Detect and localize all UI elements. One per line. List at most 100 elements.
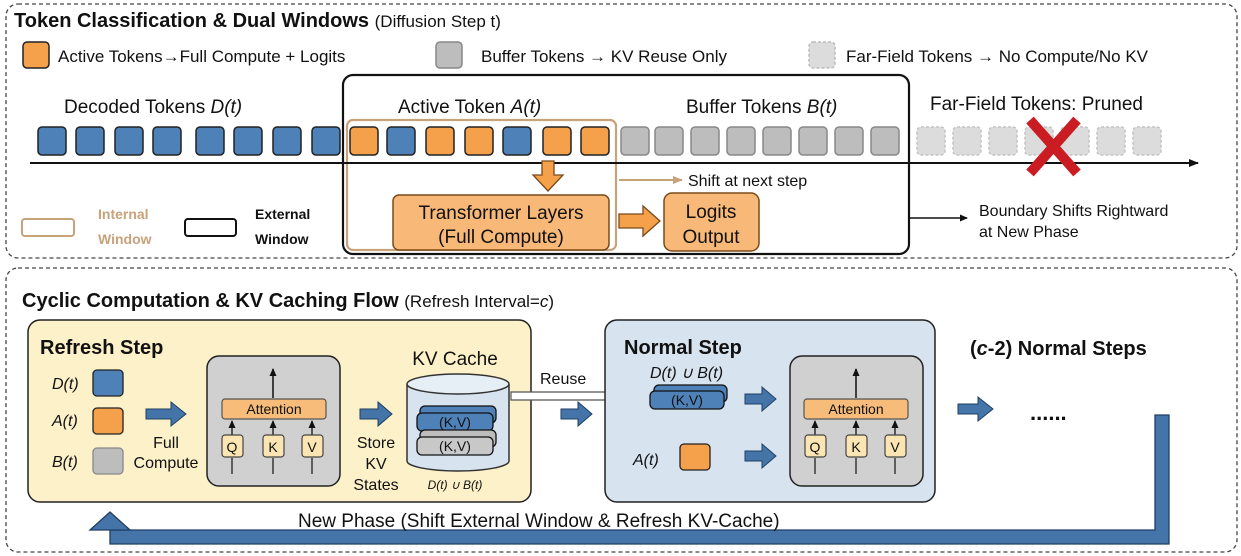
legend: Active Tokens→Full Compute + Logits Buff… [22, 41, 1149, 69]
full-compute-line1: Full [153, 435, 179, 452]
refresh-attention-label: Attention [246, 401, 301, 417]
legend-active-label: Active Tokens→Full Compute + Logits [58, 47, 345, 66]
bottom-title: Cyclic Computation & KV Caching Flow (Re… [22, 290, 554, 312]
refresh-v-label: V [307, 439, 317, 455]
store-line3: States [353, 477, 398, 494]
refresh-d-token [92, 369, 124, 397]
to-normal-arrow-icon [560, 400, 593, 428]
buffer-label: Buffer Tokens B(t) [686, 97, 837, 118]
far-field-token [988, 126, 1018, 156]
kv-pair-bottom: (K,V) [439, 438, 471, 454]
kv-union-label: D(t) ∪ B(t) [428, 478, 483, 492]
decoded-token [311, 126, 341, 156]
decoded-token [272, 126, 302, 156]
normal-attention-label: Attention [828, 401, 883, 417]
buffer-token [870, 126, 900, 156]
store-kv-arrow-icon [359, 400, 393, 428]
decoded-token [114, 126, 144, 156]
active-token [349, 126, 379, 156]
transformer-layers-box [392, 194, 610, 251]
reuse-label: Reuse [540, 371, 586, 388]
down-arrow-icon [531, 160, 565, 192]
decoded-token [502, 126, 532, 156]
normal-v-label: V [890, 439, 900, 455]
normal-kv-arrow-icon [744, 385, 777, 413]
active-token [464, 126, 494, 156]
transformer-line1: Transformer Layers [418, 203, 583, 224]
normal-a-label: A(t) [632, 452, 659, 469]
internal-window-line1: Internal [98, 206, 149, 222]
ellipsis: ...... [1030, 400, 1067, 425]
far-field-label: Far-Field Tokens: Pruned [930, 94, 1143, 115]
normal-step-title: Normal Step [624, 337, 742, 359]
refresh-b-token [92, 447, 124, 475]
normal-a-arrow-icon [744, 442, 777, 470]
buffer-token [834, 126, 864, 156]
pruned-cross-icon [1026, 116, 1081, 177]
store-line2: KV [365, 456, 387, 473]
external-window-line1: External [255, 206, 310, 222]
external-window [341, 73, 911, 256]
active-token [580, 126, 610, 156]
refresh-a-token [92, 407, 124, 435]
decoded-token [195, 126, 225, 156]
new-phase-label: New Phase (Shift External Window & Refre… [298, 511, 780, 532]
refresh-step-title: Refresh Step [40, 337, 163, 359]
buffer-token [798, 126, 828, 156]
external-window-swatch [184, 218, 237, 237]
far-field-token [1096, 126, 1126, 156]
normal-a-token [679, 443, 711, 471]
decoded-token [75, 126, 105, 156]
buffer-token [620, 126, 650, 156]
shift-label: Shift at next step [688, 173, 807, 190]
normal-kv-front [649, 390, 725, 410]
external-window-line2: Window [255, 231, 309, 247]
buffer-token [726, 126, 756, 156]
decoded-token [37, 126, 67, 156]
refresh-b-label: B(t) [52, 454, 78, 471]
active-label: Active Token A(t) [398, 97, 541, 118]
internal-window-swatch [21, 218, 75, 237]
boundary-line1: Boundary Shifts Rightward [979, 203, 1168, 220]
legend-far-swatch [808, 41, 836, 69]
legend-buffer-swatch [435, 41, 463, 69]
full-compute-line2: Compute [134, 455, 199, 472]
far-field-token [916, 126, 946, 156]
logits-line2: Output [682, 227, 740, 248]
decoded-token [233, 126, 263, 156]
legend-buffer-label: Buffer Tokens → KV Reuse Only [481, 47, 727, 66]
store-line1: Store [357, 435, 395, 452]
buffer-token [690, 126, 720, 156]
return-loop-arrowhead-icon [88, 511, 132, 531]
bottom-panel: Cyclic Computation & KV Caching Flow (Re… [5, 267, 1238, 553]
decoded-token [386, 126, 416, 156]
refresh-k-label: K [268, 439, 278, 455]
decoded-token [152, 126, 182, 156]
internal-window-line2: Window [98, 231, 152, 247]
refresh-d-label: D(t) [52, 376, 79, 393]
top-panel: Token Classification & Dual Windows (Dif… [5, 3, 1238, 259]
active-token [425, 126, 455, 156]
top-panel-border [5, 3, 1238, 259]
transformer-line2: (Full Compute) [438, 227, 564, 248]
return-loop-arrow [109, 414, 1170, 545]
buffer-token [654, 126, 684, 156]
token-row [37, 126, 1162, 156]
kv-cache-cylinder: KV Cache (K,V) (K,V) D(t) ∪ B(t) [406, 349, 510, 492]
legend-far-label: Far-Field Tokens → No Compute/No KV [846, 47, 1149, 66]
kv-pair-top: (K,V) [439, 414, 471, 430]
top-title: Token Classification & Dual Windows (Dif… [14, 10, 501, 32]
normal-kv-label: (K,V) [671, 392, 703, 408]
buffer-token [762, 126, 792, 156]
logits-line1: Logits [686, 202, 737, 223]
to-normal-steps-arrow-icon [957, 395, 994, 423]
boundary-line2: at New Phase [979, 224, 1079, 241]
right-arrow-icon [618, 204, 661, 238]
normal-union-label: D(t) ∪ B(t) [650, 365, 723, 382]
bottom-panel-border [5, 267, 1238, 553]
normal-k-label: K [851, 439, 861, 455]
far-field-token [1132, 126, 1162, 156]
far-field-token [952, 126, 982, 156]
c-normal-steps-label: (c-2) Normal Steps [970, 338, 1147, 360]
